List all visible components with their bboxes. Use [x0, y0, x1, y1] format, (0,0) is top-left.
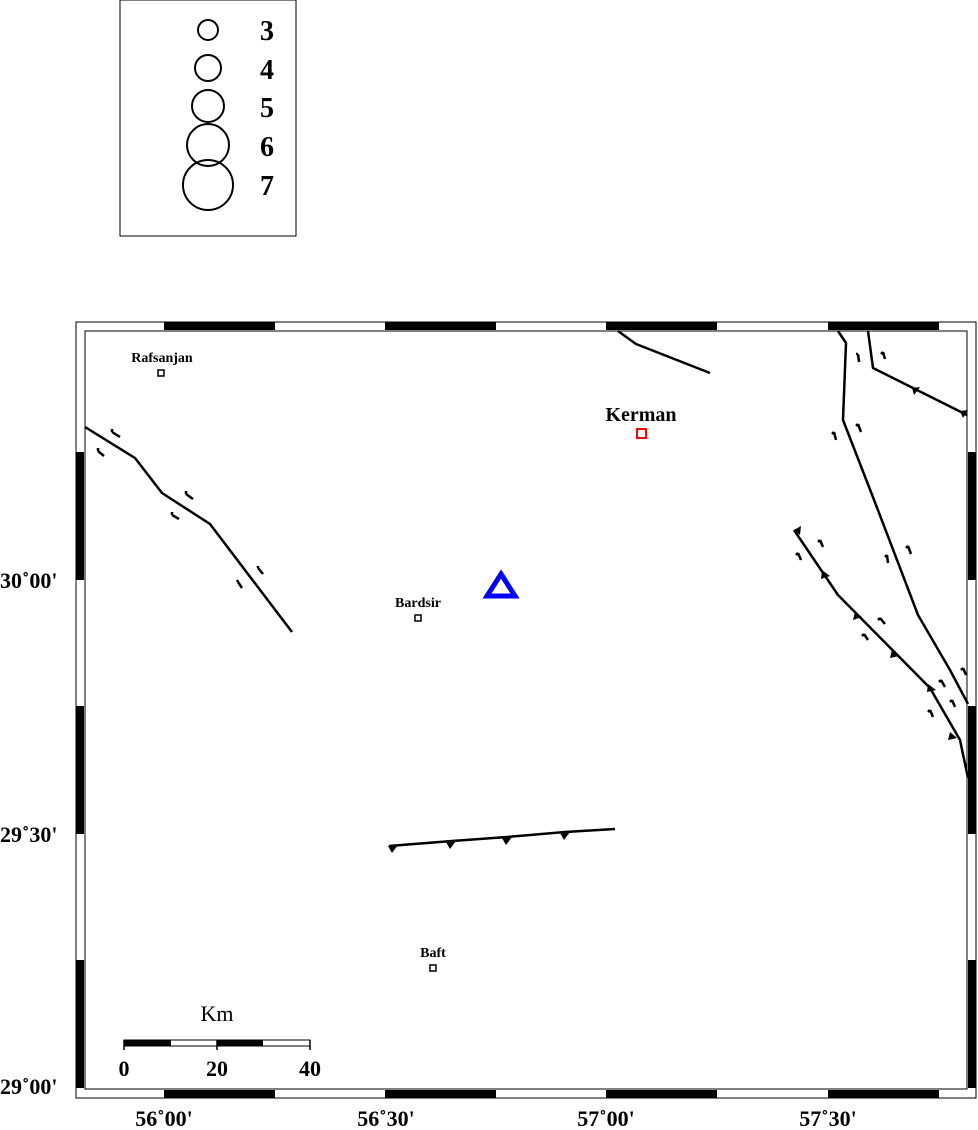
lat-label-30-00: 30˚00': [0, 568, 57, 593]
station-triangle-icon: [482, 569, 520, 599]
legend-circle-7: [182, 159, 234, 211]
scale-bar-label-20: 20: [206, 1056, 228, 1081]
scale-bar-unit: Km: [201, 1001, 234, 1026]
fault-line-northwest: [84, 425, 293, 633]
scale-bar-label-0: 0: [119, 1056, 130, 1081]
legend-circle-5: [191, 89, 225, 123]
city-label-rafsanjan: Rafsanjan: [131, 351, 193, 366]
legend-label-3: 3: [260, 16, 274, 47]
lon-label-56-00: 56˚00': [135, 1106, 192, 1130]
legend-circle-4: [194, 54, 222, 82]
legend-circle-3: [197, 19, 219, 41]
fault-line-north: [617, 329, 711, 375]
legend-label-7: 7: [260, 171, 274, 202]
lon-label-56-30: 56˚30': [357, 1106, 414, 1130]
map-frame: [75, 321, 977, 1099]
fault-line-south: [388, 827, 616, 848]
fault-strike-slip-markers: [96, 351, 968, 718]
axis-labels: 56˚00' 56˚30' 57˚00' 57˚30' 30˚00' 29˚30…: [0, 568, 857, 1130]
legend-label-6: 6: [260, 132, 274, 163]
fault-line-east-b: [866, 330, 968, 417]
legend-circle-6: [186, 123, 230, 167]
fault-thrust-teeth: [388, 387, 968, 853]
city-baft: Baft: [420, 946, 446, 972]
scale-bar: Km 0 20 40: [119, 1001, 322, 1081]
scale-bar-label-40: 40: [299, 1056, 321, 1081]
magnitude-legend: 3 4 5 6 7: [119, 0, 297, 237]
lat-label-29-30: 29˚30': [0, 822, 57, 847]
city-label-bardsir: Bardsir: [395, 596, 441, 611]
city-label-baft: Baft: [420, 946, 446, 961]
lon-label-57-30: 57˚30': [799, 1106, 856, 1130]
fault-line-east-a: [836, 330, 970, 705]
city-label-kerman: Kerman: [605, 404, 676, 426]
lon-label-57-00: 57˚00': [577, 1106, 634, 1130]
lat-label-29-00: 29˚00': [0, 1074, 57, 1099]
legend-label-5: 5: [260, 93, 274, 124]
city-bardsir: Bardsir: [395, 596, 441, 622]
city-rafsanjan: Rafsanjan: [131, 351, 193, 377]
city-kerman: Kerman: [605, 404, 677, 439]
legend-label-4: 4: [260, 55, 274, 86]
cities: Rafsanjan Kerman Bardsir Baft: [131, 351, 677, 972]
